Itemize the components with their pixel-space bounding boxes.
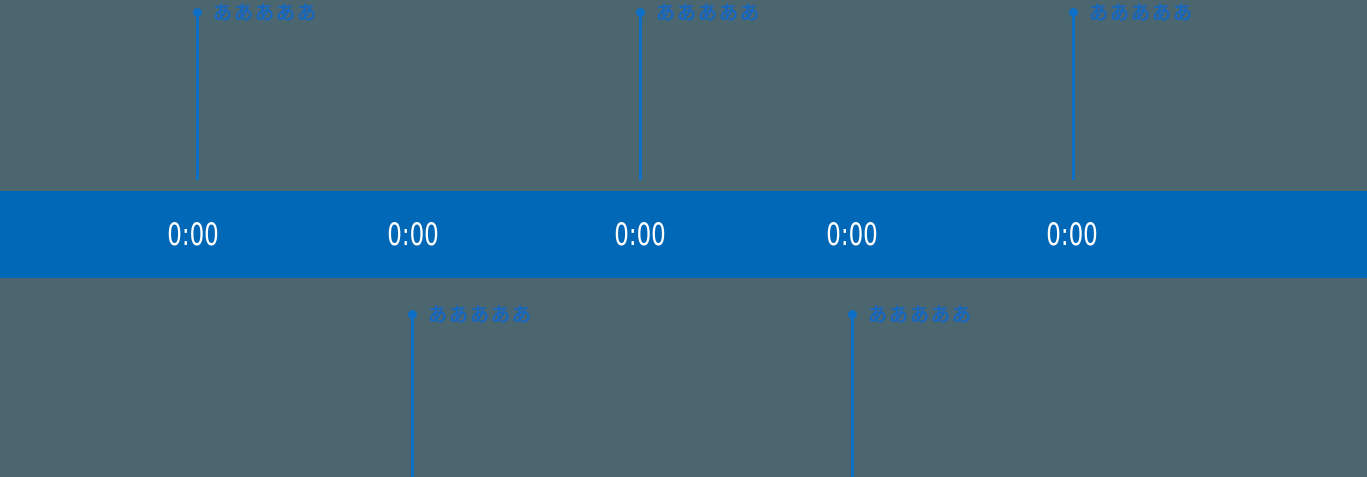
time-label-text: 0:00 — [1046, 216, 1098, 253]
timeline-band: 0:00 0:00 0:00 0:00 0:00 — [0, 191, 1367, 278]
time-label: 0:00 — [605, 217, 675, 253]
time-label-text: 0:00 — [167, 216, 219, 253]
event-label[interactable]: あああああ — [428, 304, 534, 326]
event-stem-line — [195, 16, 199, 180]
event-label[interactable]: あああああ — [213, 2, 319, 24]
event-dot-icon — [407, 310, 417, 319]
event-label[interactable]: あああああ — [656, 2, 762, 24]
event-dot-icon — [847, 310, 857, 319]
event-label[interactable]: あああああ — [868, 304, 974, 326]
event-stem-line — [410, 318, 414, 477]
time-label-text: 0:00 — [387, 216, 439, 253]
time-label: 0:00 — [817, 217, 887, 253]
time-label-text: 0:00 — [826, 216, 878, 253]
event-dot-icon — [1068, 8, 1078, 17]
event-dot-icon — [192, 8, 202, 17]
event-stem-line — [1071, 16, 1075, 180]
event-stem-line — [638, 16, 642, 180]
time-label: 0:00 — [378, 217, 448, 253]
event-stem-line — [850, 318, 854, 477]
time-label: 0:00 — [1037, 217, 1107, 253]
event-label[interactable]: あああああ — [1089, 2, 1195, 24]
time-label-text: 0:00 — [614, 216, 666, 253]
time-label: 0:00 — [158, 217, 228, 253]
event-dot-icon — [635, 8, 645, 17]
